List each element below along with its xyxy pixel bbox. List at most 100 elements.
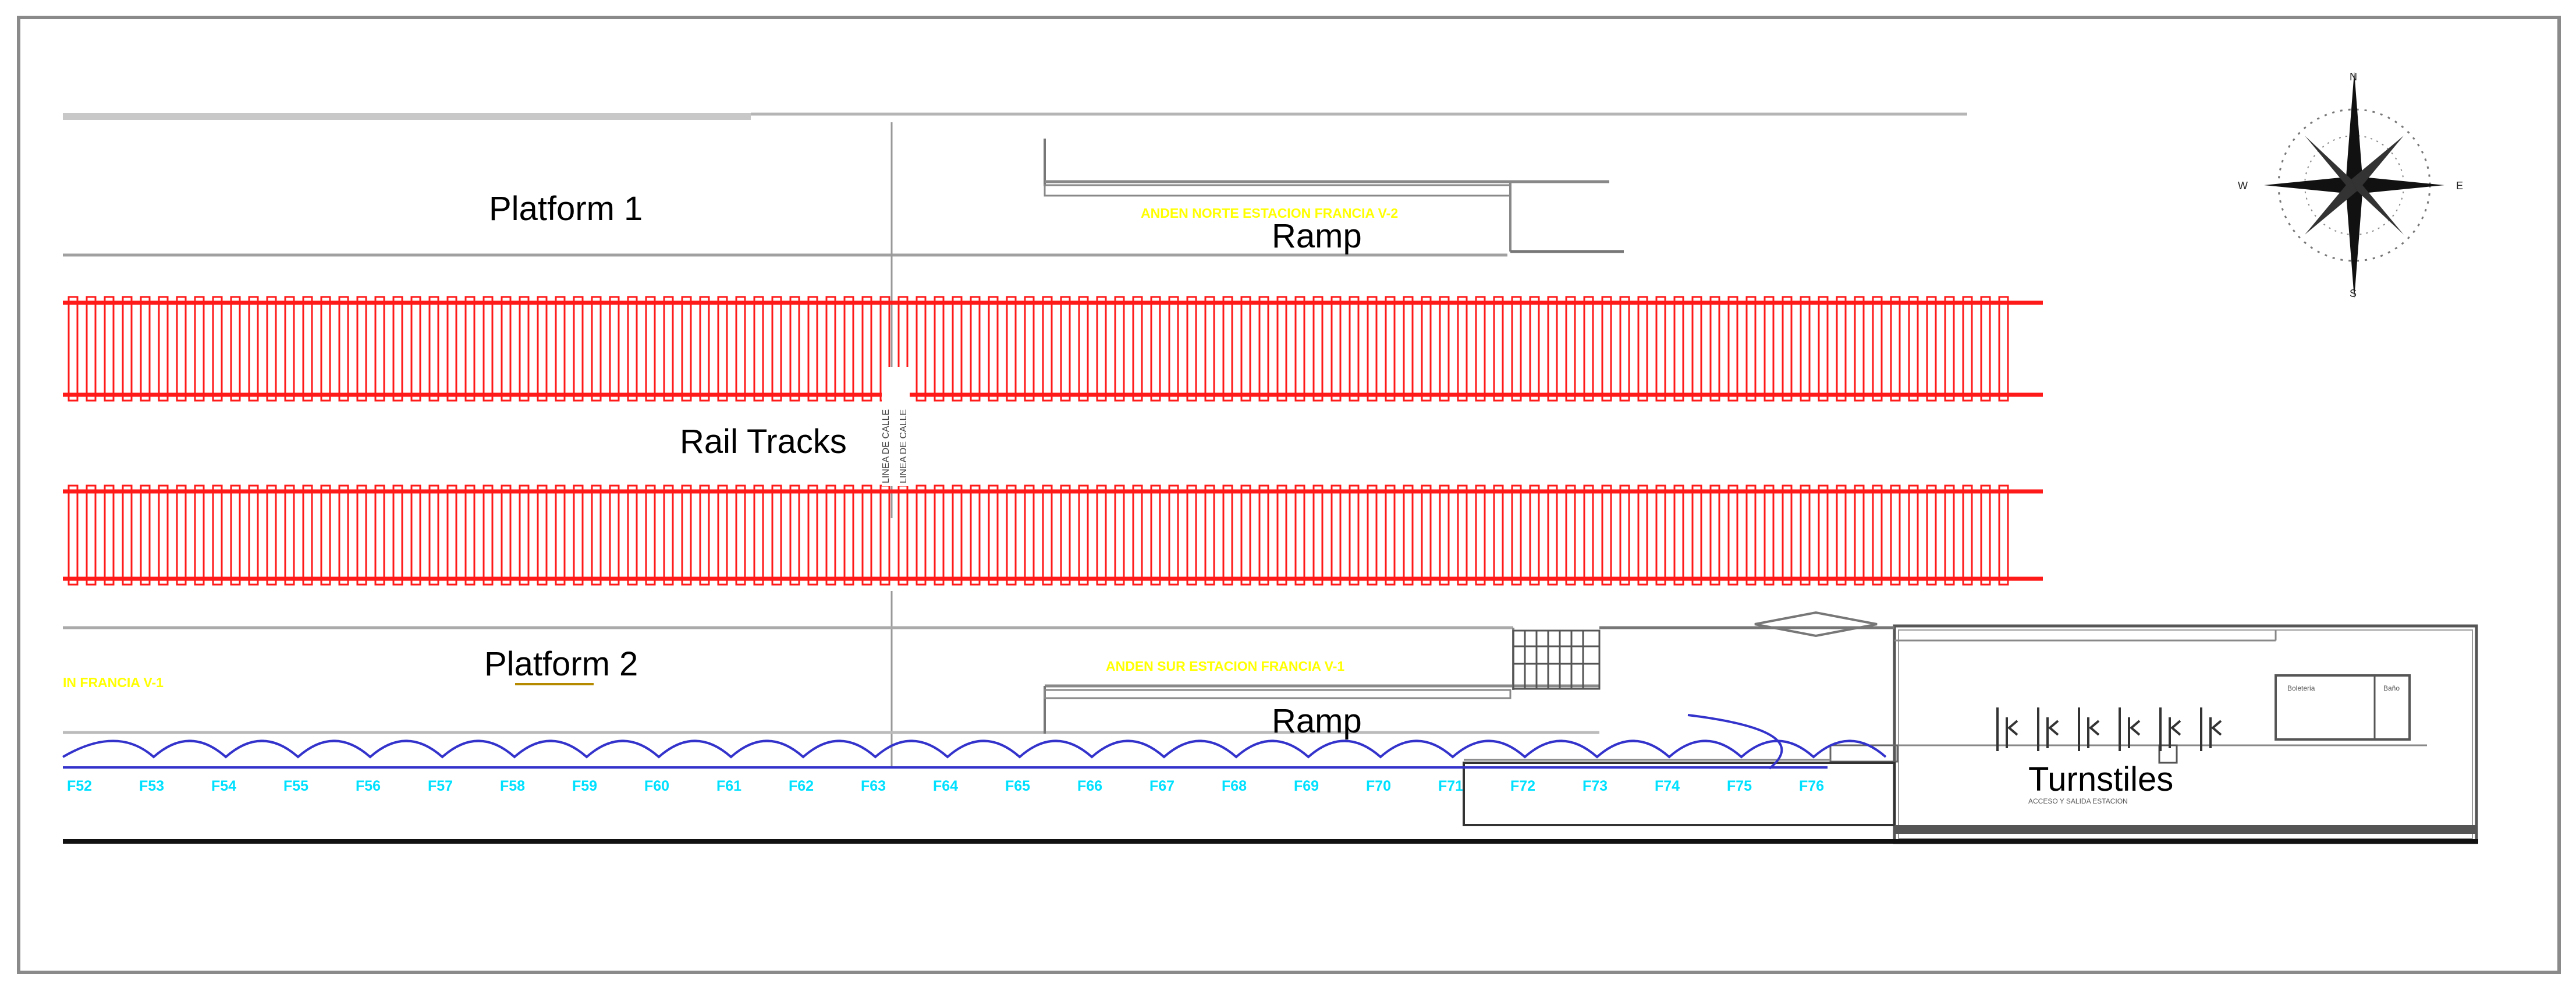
rail-tie	[230, 484, 241, 586]
rail-tie	[591, 484, 602, 586]
rail-tie	[1150, 296, 1161, 402]
rail-tie	[122, 296, 133, 402]
ramp-bottom-label: Ramp	[1272, 702, 1362, 740]
rail-tie	[1745, 484, 1757, 586]
francia-left-text: IN FRANCIA V-1	[63, 675, 164, 690]
fan-label: F67	[1149, 778, 1175, 794]
rail-tie	[735, 296, 746, 402]
rail-tie	[158, 484, 169, 586]
rail-tie	[1673, 296, 1684, 402]
rail-tie	[1042, 484, 1053, 586]
fan-label: F57	[428, 778, 453, 794]
fan-label: F70	[1366, 778, 1391, 794]
station-building	[1463, 624, 2478, 844]
rail-tie	[86, 296, 97, 402]
rail-tie	[374, 296, 385, 402]
turnstile	[2159, 707, 2181, 751]
fan-label: F62	[789, 778, 814, 794]
rail-tie	[1601, 296, 1612, 402]
rail-tie	[140, 484, 151, 586]
rail-tie	[1529, 296, 1540, 402]
platform-2-outline	[63, 611, 1878, 734]
rail-track-top	[63, 296, 2043, 402]
rail-tie	[1258, 484, 1269, 586]
rail-tie	[1204, 296, 1215, 402]
rail-tie	[284, 484, 295, 586]
rail-tie	[1312, 484, 1324, 586]
rail-tie	[1727, 296, 1738, 402]
rail-tie	[482, 296, 494, 402]
turnstiles-label: Turnstiles	[2028, 760, 2173, 798]
rail-tie	[843, 484, 854, 586]
rail-tie	[789, 484, 800, 586]
compass-n: N	[2350, 71, 2357, 83]
rail-tie	[338, 296, 349, 402]
fan-label: F64	[933, 778, 958, 794]
rail-tie	[1024, 296, 1035, 402]
rail-tie	[1872, 296, 1883, 402]
rail-tie	[807, 296, 818, 402]
rail-tie	[1872, 484, 1883, 586]
rail-tie	[753, 296, 764, 402]
rail-tie	[952, 296, 963, 402]
rail-tie	[1276, 484, 1287, 586]
rail-tie	[609, 296, 620, 402]
rail-tie	[1529, 484, 1540, 586]
rail-tie	[1060, 296, 1071, 402]
rail-tie	[1854, 296, 1865, 402]
rail-tie	[1096, 296, 1107, 402]
rail-tie	[1854, 484, 1865, 586]
rail-tie	[1890, 484, 1901, 586]
compass-e: E	[2456, 180, 2463, 192]
rail-tie	[1222, 296, 1233, 402]
rail-tie	[1637, 484, 1648, 586]
rail-tie	[1998, 484, 2009, 586]
rail-tie	[302, 484, 313, 586]
rail-tie	[1727, 484, 1738, 586]
anden-norte-text: ANDEN NORTE ESTACION FRANCIA V-2	[1141, 206, 1398, 221]
rail-tie	[356, 484, 367, 586]
rail-tie	[1475, 296, 1486, 402]
rail-tie	[1403, 296, 1414, 402]
rail-tie	[1222, 484, 1233, 586]
rail-tie	[1096, 484, 1107, 586]
rail-tie	[86, 484, 97, 586]
rail-tie	[537, 296, 548, 402]
rail-tie	[1745, 296, 1757, 402]
rail-tie	[392, 484, 403, 586]
rail-tie	[1980, 484, 1991, 586]
rail-tie	[302, 296, 313, 402]
rail-tie	[1836, 296, 1847, 402]
rail-tie	[176, 296, 187, 402]
rail-tie	[970, 296, 981, 402]
rail-tie	[1240, 296, 1251, 402]
rail-tie	[699, 484, 710, 586]
turnstile	[1996, 707, 2018, 751]
rail-tie	[1186, 296, 1197, 402]
rail-tie	[681, 484, 692, 586]
rail-tie	[1421, 484, 1432, 586]
rail-tie	[897, 484, 909, 586]
rail-tie	[807, 484, 818, 586]
fan-label: F74	[1655, 778, 1680, 794]
fan-label: F59	[572, 778, 597, 794]
rail-tie	[1385, 296, 1396, 402]
rail-tie	[1168, 296, 1179, 402]
rail-tie	[1294, 296, 1305, 402]
rail-tie	[1204, 484, 1215, 586]
rail-tie	[771, 484, 782, 586]
rail-tie	[970, 484, 981, 586]
rail-tie	[284, 296, 295, 402]
rail-tie	[627, 296, 638, 402]
fan-label: F73	[1582, 778, 1608, 794]
rail-tie	[1800, 484, 1811, 586]
rail-tie	[1006, 484, 1017, 586]
rail-tie	[68, 484, 79, 586]
fan-label: F72	[1510, 778, 1535, 794]
fan-label: F53	[139, 778, 164, 794]
rail-tie	[1709, 296, 1720, 402]
rail-tie	[1367, 296, 1378, 402]
compass-rose-icon: N S E W	[2238, 71, 2463, 299]
rail-tie	[1024, 484, 1035, 586]
rail-tie	[1890, 296, 1901, 402]
